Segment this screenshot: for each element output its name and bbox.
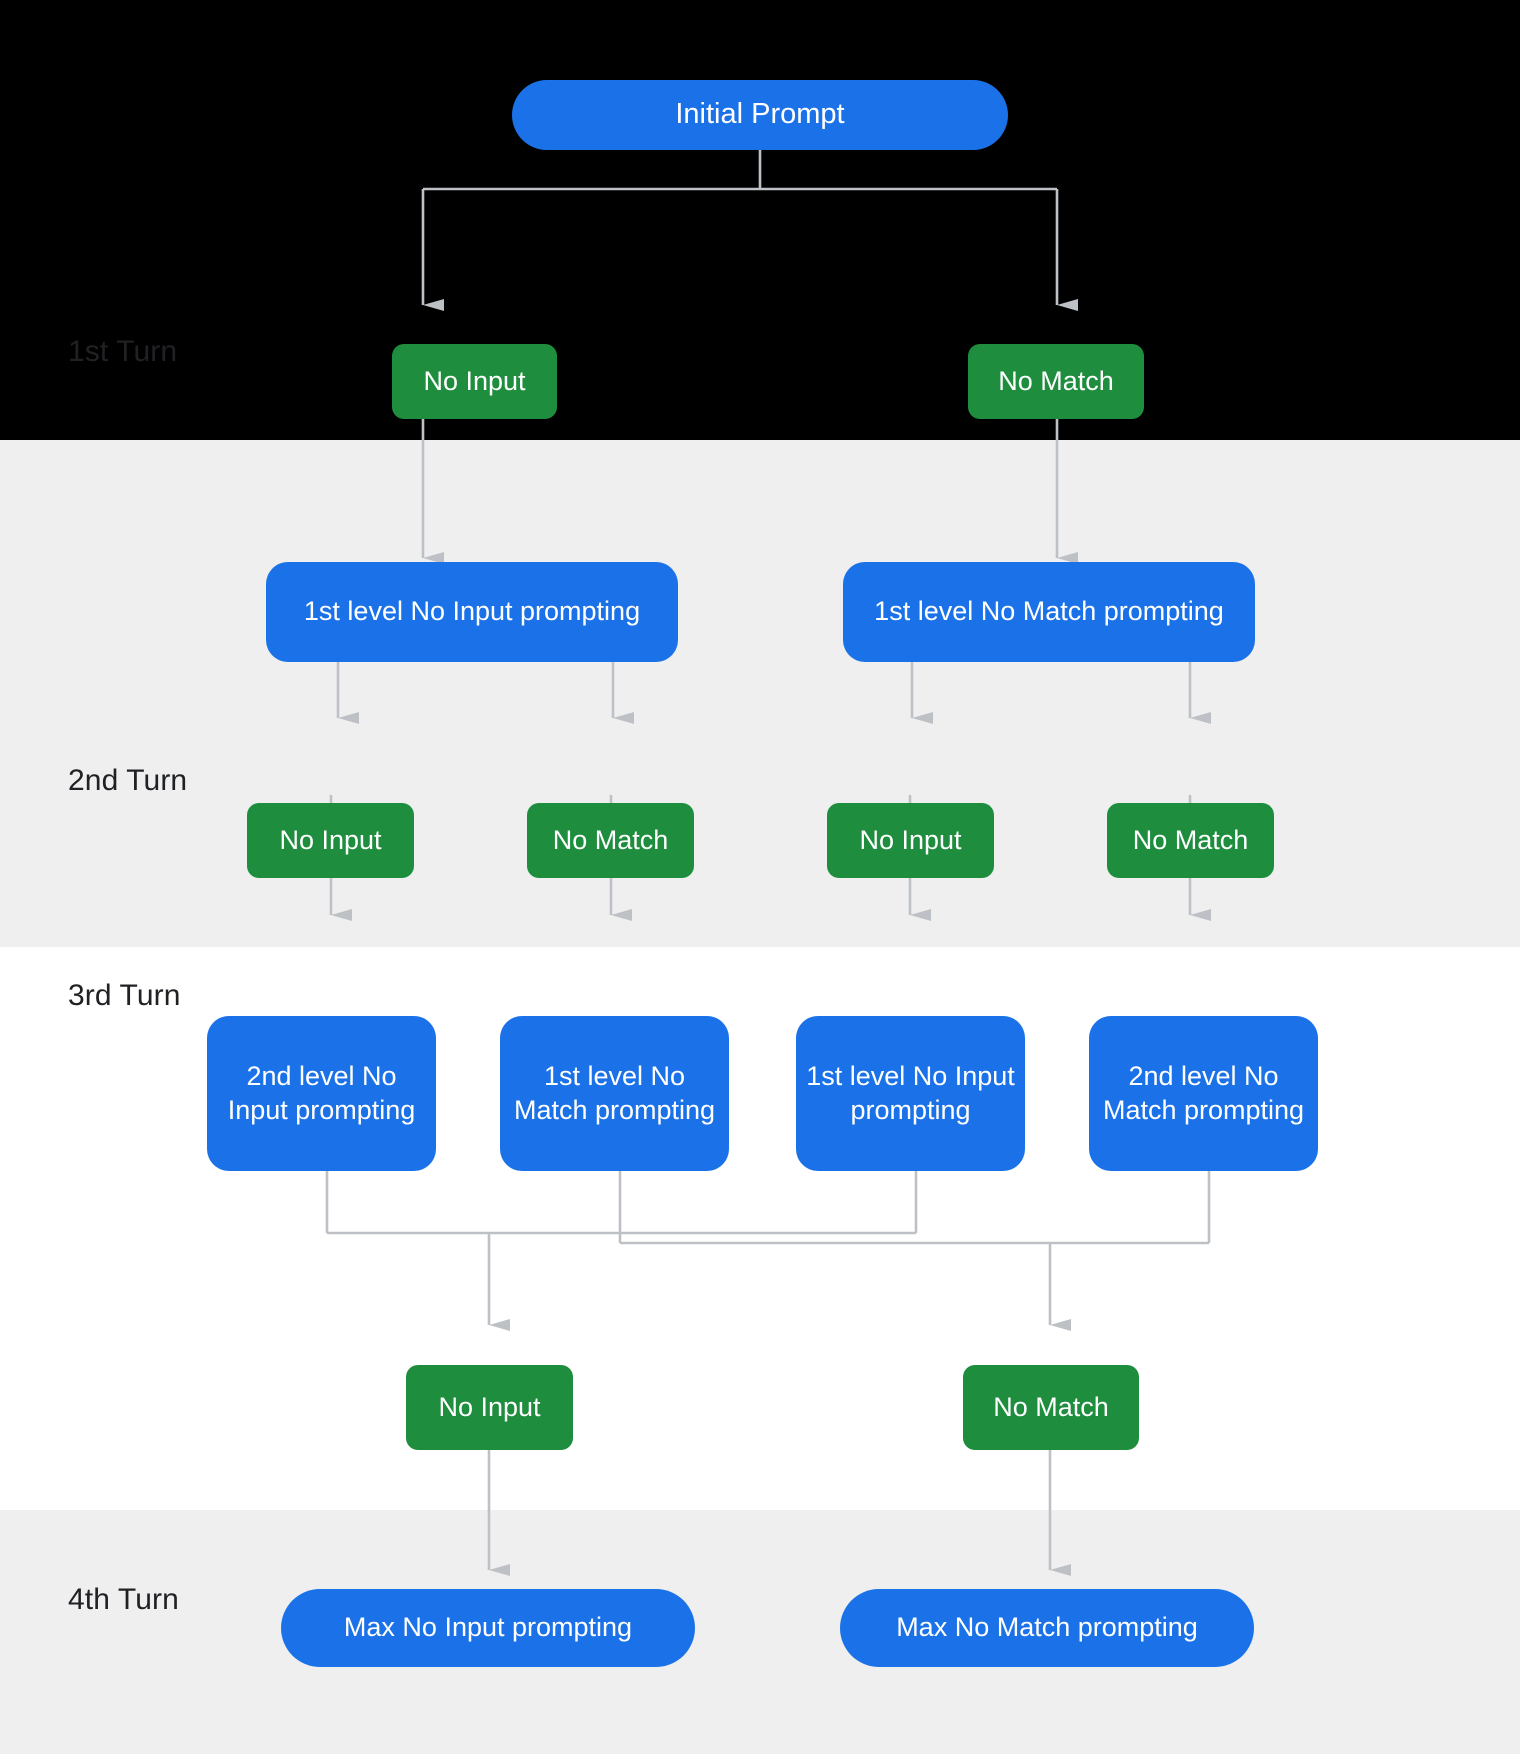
node-1st-turn-no-input[interactable]: No Input — [392, 344, 557, 419]
node-2nd-turn-no-input-b[interactable]: No Input — [827, 803, 994, 878]
node-1st-turn-no-match[interactable]: No Match — [968, 344, 1144, 419]
band-2nd-turn — [0, 440, 1520, 947]
node-3rd-turn-prompt-1st-no-input[interactable]: 1st level No Input prompting — [796, 1016, 1025, 1171]
node-2nd-turn-no-input-a[interactable]: No Input — [247, 803, 414, 878]
node-initial-prompt[interactable]: Initial Prompt — [512, 80, 1008, 150]
band-4th-turn — [0, 1510, 1520, 1754]
node-3rd-turn-no-input[interactable]: No Input — [406, 1365, 573, 1450]
turn-label-4th: 4th Turn — [68, 1583, 179, 1616]
band-1st-turn — [0, 0, 1520, 440]
node-2nd-turn-prompt-no-input[interactable]: 1st level No Input prompting — [266, 562, 678, 662]
node-2nd-turn-no-match-a[interactable]: No Match — [527, 803, 694, 878]
node-2nd-turn-no-match-b[interactable]: No Match — [1107, 803, 1274, 878]
node-4th-turn-max-no-input[interactable]: Max No Input prompting — [281, 1589, 695, 1667]
turn-label-1st: 1st Turn — [68, 335, 178, 368]
node-3rd-turn-prompt-1st-no-match[interactable]: 1st level No Match prompting — [500, 1016, 729, 1171]
node-2nd-turn-prompt-no-match[interactable]: 1st level No Match prompting — [843, 562, 1255, 662]
node-4th-turn-max-no-match[interactable]: Max No Match prompting — [840, 1589, 1254, 1667]
turn-label-3rd: 3rd Turn — [68, 979, 181, 1012]
node-3rd-turn-no-match[interactable]: No Match — [963, 1365, 1139, 1450]
node-3rd-turn-prompt-2nd-no-input[interactable]: 2nd level No Input prompting — [207, 1016, 436, 1171]
node-3rd-turn-prompt-2nd-no-match[interactable]: 2nd level No Match prompting — [1089, 1016, 1318, 1171]
turn-label-2nd: 2nd Turn — [68, 764, 188, 797]
